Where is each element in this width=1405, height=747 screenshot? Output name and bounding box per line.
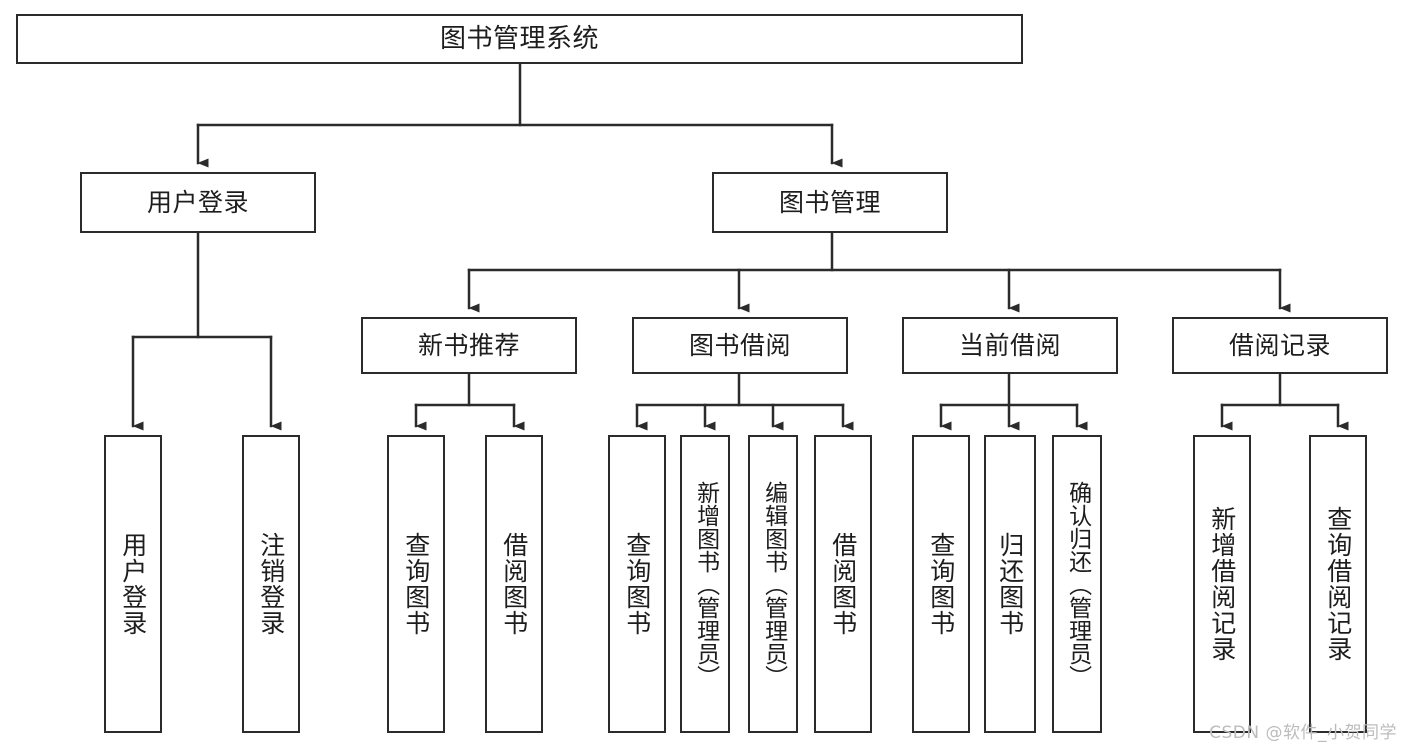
node-label: 归还图书	[995, 532, 1025, 636]
node-new-book-recommend[interactable]: 新书推荐	[361, 317, 577, 374]
leaf-user-login[interactable]: 用户登录	[104, 435, 162, 733]
leaf-user-logout[interactable]: 注销登录	[242, 435, 300, 733]
leaf-newbook-query-book[interactable]: 查询图书	[387, 435, 445, 733]
node-book-borrow[interactable]: 图书借阅	[632, 317, 848, 374]
node-label: 查询图书	[401, 532, 431, 636]
leaf-borrow-edit-book-admin[interactable]: 编辑图书（管理员）	[748, 435, 798, 733]
leaf-borrow-add-book-admin[interactable]: 新增图书（管理员）	[680, 435, 730, 733]
leaf-records-add-record[interactable]: 新增借阅记录	[1193, 435, 1251, 733]
node-label: 用户登录	[118, 532, 148, 636]
leaf-records-query-record[interactable]: 查询借阅记录	[1309, 435, 1367, 733]
leaf-current-confirm-return-admin[interactable]: 确认归还（管理员）	[1052, 435, 1102, 733]
node-label: 用户登录	[146, 187, 249, 217]
node-book-management[interactable]: 图书管理	[712, 172, 948, 233]
node-label: 查询图书	[622, 532, 652, 636]
node-label: 借阅记录	[1228, 330, 1331, 360]
node-root-system[interactable]: 图书管理系统	[16, 14, 1023, 64]
leaf-newbook-borrow-book[interactable]: 借阅图书	[485, 435, 543, 733]
node-label: 新增图书（管理员）	[692, 480, 719, 688]
node-label: 图书借阅	[688, 330, 791, 360]
node-label: 查询图书	[926, 532, 956, 636]
node-label: 图书管理系统	[439, 23, 599, 54]
leaf-current-return-book[interactable]: 归还图书	[984, 435, 1036, 733]
node-label: 新增借阅记录	[1207, 506, 1237, 662]
node-label: 编辑图书（管理员）	[760, 480, 787, 688]
node-borrow-records[interactable]: 借阅记录	[1172, 317, 1388, 374]
node-label: 查询借阅记录	[1323, 506, 1353, 662]
node-label: 当前借阅	[958, 330, 1061, 360]
node-label: 注销登录	[256, 532, 286, 636]
node-user-login[interactable]: 用户登录	[80, 172, 316, 233]
node-label: 借阅图书	[828, 532, 858, 636]
node-label: 确认归还（管理员）	[1064, 480, 1091, 688]
leaf-borrow-query-book[interactable]: 查询图书	[608, 435, 666, 733]
leaf-current-query-book[interactable]: 查询图书	[912, 435, 970, 733]
node-label: 新书推荐	[417, 330, 520, 360]
node-label: 借阅图书	[499, 532, 529, 636]
node-current-borrow[interactable]: 当前借阅	[902, 317, 1118, 374]
node-label: 图书管理	[778, 187, 881, 217]
leaf-borrow-borrow-book[interactable]: 借阅图书	[814, 435, 872, 733]
